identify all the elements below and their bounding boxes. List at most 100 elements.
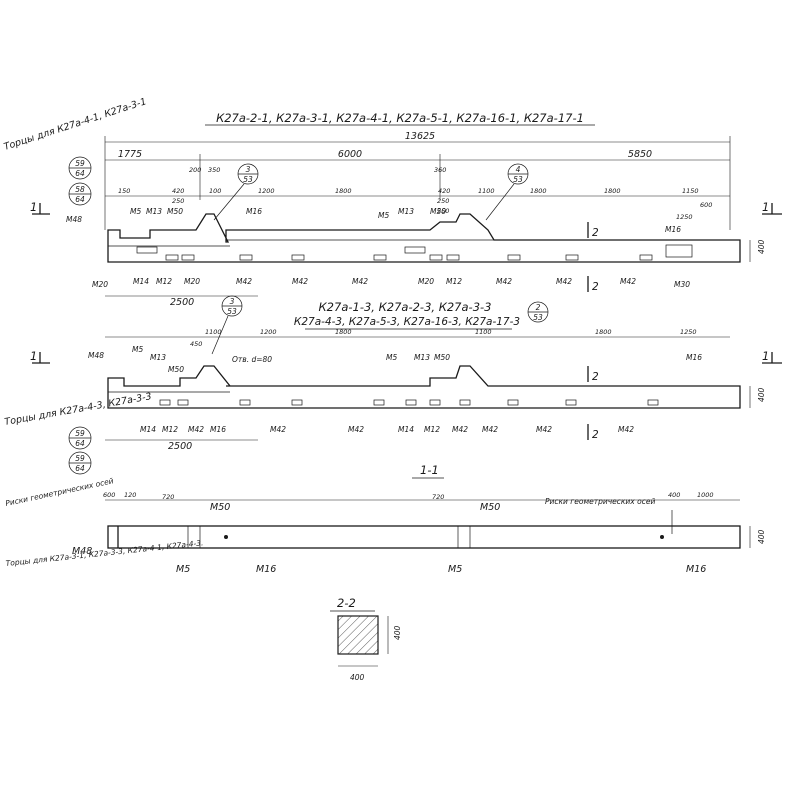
embed-label: М14 [140,425,156,434]
dim: 1200 [258,187,275,195]
dim: 1000 [697,491,714,499]
dim-span: 5850 [628,149,652,160]
embed-plate [459,399,471,406]
svg-text:64: 64 [75,195,85,204]
embed-label: М5 [130,207,141,216]
svg-text:1: 1 [762,200,769,214]
embed-plate [239,399,251,406]
embed-label: М20 [418,277,434,286]
svg-text:3: 3 [246,165,251,174]
embed-label: М42 [536,425,552,434]
section-mark-right: 1 [762,200,782,215]
embed-label: М5 [386,353,397,362]
beam-1-outline [107,213,741,263]
embed-plate [373,254,387,261]
svg-text:53: 53 [533,313,543,322]
embed-label: М5 [132,345,143,354]
embed-plate [405,399,417,406]
section-2-2: 2-2 400 400 [330,596,402,682]
embed-plate [639,254,653,261]
dim: 150 [118,187,130,195]
embed-label: М13 [398,207,414,216]
svg-text:1: 1 [762,349,769,363]
svg-text:2: 2 [592,371,599,383]
hole-mark [224,535,228,539]
embed-plate [565,399,577,406]
dim: 1150 [682,187,699,195]
embed-plate [647,399,659,406]
dim: 420 [438,187,450,195]
svg-text:2: 2 [536,303,541,312]
embed-label: М16 [686,564,706,575]
embed-plate [291,254,305,261]
svg-text:1: 1 [30,349,37,363]
svg-text:58: 58 [75,185,85,194]
section-1-1-outline [107,525,741,549]
embed-plate [565,254,579,261]
dim: 1100 [478,187,495,195]
ref-circle: 58 64 [68,182,92,206]
embed-label: М42 [620,277,636,286]
svg-text:2: 2 [592,227,599,239]
embed-plate [159,399,171,406]
section-1-1: 1-1 Риски геометрических осей Риски геом… [5,463,766,575]
embed-plate [404,246,426,254]
dim: 250 [437,207,449,215]
svg-text:64: 64 [75,439,85,448]
section-mark-left: 1 [30,200,50,215]
detail-ref: 4 53 [485,163,529,221]
dim: 400 [668,491,680,499]
dim-height: 400 [757,387,766,402]
section-2-mark: 2 2 [587,222,599,293]
embed-plate [181,254,195,261]
embed-label: М50 [168,365,184,374]
dim: 250 [172,197,184,205]
dim: 720 [432,493,444,501]
dim-height: 400 [757,529,766,544]
beam-2-title: К27а-1-3, К27а-2-3, К27а-3-3 [319,300,492,314]
embed-label: М50 [167,207,183,216]
embed-label: М30 [674,280,690,289]
svg-text:59: 59 [75,159,85,168]
embed-plate [165,254,179,261]
embed-label: М16 [686,353,702,362]
dim: 1800 [604,187,621,195]
section-mark-right: 1 [762,349,782,364]
svg-text:53: 53 [243,175,253,184]
embed-label: М50 [434,353,450,362]
embed-plate [507,254,521,261]
embed-label: М20 [92,280,108,289]
dim: 100 [209,187,221,195]
dim: 1800 [530,187,547,195]
embed-plate [507,399,519,406]
embed-label: М42 [452,425,468,434]
embed-plate [373,399,385,406]
axes-note: Риски геометрических осей [545,497,655,506]
embed-plate [665,244,693,258]
embed-label: М16 [210,425,226,434]
dim: 1250 [676,213,693,221]
embed-label: М42 [292,277,308,286]
embed-label: М16 [665,225,681,234]
svg-text:53: 53 [513,175,523,184]
dim-width: 400 [350,673,365,682]
svg-text:64: 64 [75,169,85,178]
beam-2-outline [107,365,741,409]
embed-plate [446,254,460,261]
dim-bottom: 2500 [170,297,194,308]
ref-circle: 59 64 [68,426,92,450]
dim-bottom: 2500 [168,441,192,452]
embed-label: М12 [156,277,172,286]
dim: 250 [437,197,449,205]
section-mark-left: 1 [30,349,50,364]
svg-text:59: 59 [75,454,85,463]
detail-ref: 3 53 [213,163,259,221]
beam-1-title: К27а-2-1, К27а-3-1, К27а-4-1, К27а-5-1, … [216,111,584,125]
embed-label: М16 [246,207,262,216]
embed-plate [239,254,253,261]
embed-label: М14 [133,277,149,286]
svg-text:64: 64 [75,464,85,473]
dim: 1800 [595,328,612,336]
embed-plate [429,254,443,261]
